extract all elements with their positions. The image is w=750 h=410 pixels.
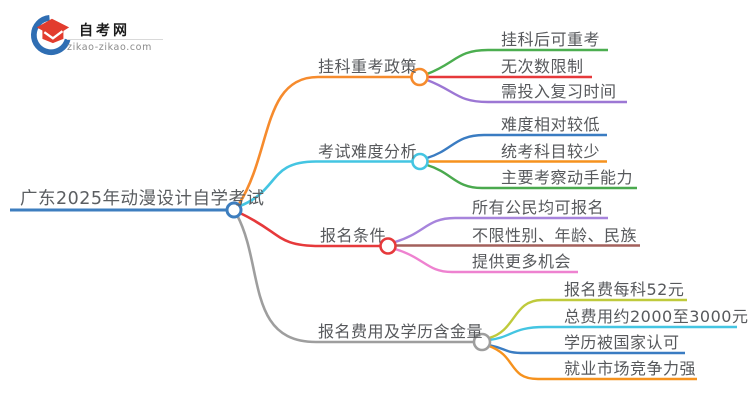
leaf-label-1-1: 挂科后可重考 — [501, 30, 601, 49]
leaf-label-4-3: 学历被国家认可 — [564, 333, 680, 352]
leaf-label-1-3: 需投入复习时间 — [501, 82, 617, 101]
leaf-line-4-4 — [488, 344, 697, 381]
leaf-line-2-1 — [426, 133, 607, 160]
logo-divider — [67, 39, 163, 40]
leaf-label-3-1: 所有公民均可报名 — [472, 198, 605, 217]
branch-toggle-circle-1[interactable] — [410, 67, 429, 87]
leaf-label-2-1: 难度相对较低 — [501, 115, 601, 134]
central-topic-label: 广东2025年动漫设计自学考试 — [20, 189, 265, 209]
branch-line-4 — [235, 214, 474, 344]
leaf-label-2-2: 统考科目较少 — [501, 141, 601, 161]
leaf-label-3-2: 不限性别、年龄、民族 — [472, 225, 638, 245]
branch-line-3 — [239, 211, 380, 248]
leaf-line-1-3 — [426, 78, 627, 104]
leaf-label-4-1: 报名费每科52元 — [564, 280, 685, 299]
leaf-label-1-2: 无次数限制 — [501, 57, 584, 76]
branch-label-4: 报名费用及学历含金量 — [318, 322, 484, 341]
leaf-line-4-1 — [488, 298, 687, 340]
site-logo: 自考网 zikao-zikao.com — [30, 12, 180, 62]
site-logo-domain: zikao-zikao.com — [67, 42, 152, 53]
leaf-label-4-2: 总费用约2000至3000元 — [564, 307, 749, 326]
graduation-cap-icon — [31, 15, 71, 56]
leaf-label-4-4: 就业市场竞争力强 — [564, 359, 697, 378]
leaf-line-4-3 — [488, 343, 685, 355]
leaf-label-2-3: 主要考察动手能力 — [501, 168, 634, 187]
branch-line-2 — [239, 160, 412, 208]
leaf-line-2-3 — [426, 163, 637, 190]
branch-toggle-circle-4[interactable] — [472, 332, 492, 352]
leaf-label-3-3: 提供更多机会 — [472, 252, 572, 271]
branch-toggle-circle-2[interactable] — [411, 152, 429, 171]
leaf-line-1-1 — [426, 48, 608, 76]
branch-line-1 — [237, 75, 411, 205]
branch-label-2: 考试难度分析 — [318, 141, 418, 161]
branch-label-1: 挂科重考政策 — [318, 57, 418, 76]
leaf-line-3-1 — [394, 216, 608, 244]
leaf-line-4-2 — [488, 325, 737, 342]
central-toggle-circle[interactable] — [225, 201, 243, 219]
branch-toggle-circle-3[interactable] — [379, 237, 397, 255]
site-logo-title: 自考网 — [79, 23, 130, 39]
leaf-line-3-3 — [394, 247, 578, 274]
branch-label-3: 报名条件 — [320, 226, 387, 245]
